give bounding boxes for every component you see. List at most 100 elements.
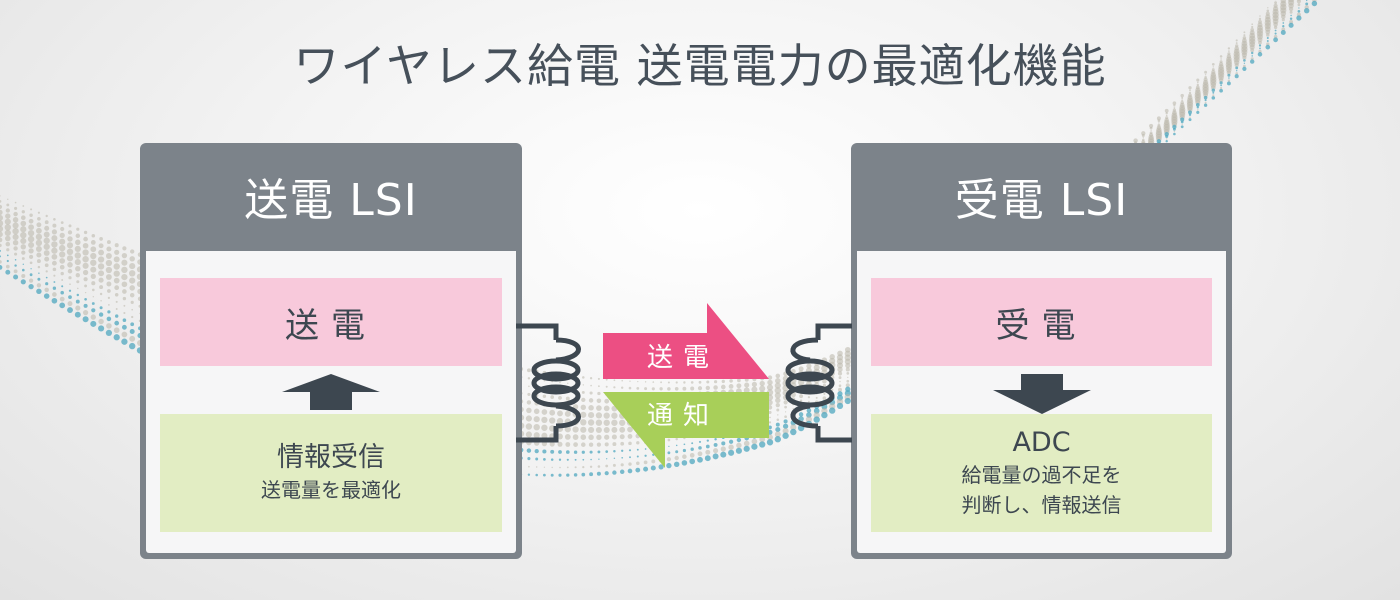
background-dot [91, 233, 96, 238]
background-dot [784, 415, 787, 419]
background-dot [51, 241, 58, 248]
info-receive-block: 情報受信 送電量を最適化 [160, 414, 502, 532]
background-dot [526, 368, 531, 373]
background-dot [1226, 70, 1232, 75]
background-dot [845, 367, 850, 372]
background-dot [105, 266, 113, 274]
background-dot [75, 273, 80, 278]
background-dot [1219, 88, 1223, 93]
background-dot [106, 316, 112, 322]
background-dot [59, 244, 66, 252]
background-dot [12, 217, 19, 223]
background-dot [27, 235, 35, 243]
background-dot [782, 427, 789, 435]
background-dot [619, 419, 626, 426]
receiver-lsi-body: 受電 ADC 給電量の過不足を 判断し、情報送信 [857, 251, 1226, 553]
background-dot [603, 405, 610, 412]
background-dot [1242, 64, 1246, 68]
background-dot [106, 281, 112, 287]
background-dot [1243, 31, 1246, 34]
background-dot [1196, 78, 1200, 82]
background-dot [1274, 1, 1277, 5]
background-dot [536, 466, 538, 468]
background-dot [697, 451, 703, 457]
background-dot [0, 237, 3, 243]
background-dot [1228, 77, 1230, 79]
adc-block: ADC 給電量の過不足を 判断し、情報送信 [871, 414, 1212, 532]
background-dot [53, 218, 56, 221]
background-dot [74, 259, 81, 266]
background-dot [1203, 103, 1208, 107]
background-dot [533, 424, 540, 431]
background-dot [1243, 34, 1246, 37]
background-dot [1211, 62, 1215, 66]
background-dot [12, 228, 19, 235]
background-dot [14, 206, 18, 210]
background-dot [52, 267, 57, 272]
background-dot [90, 314, 96, 320]
background-dot [98, 318, 104, 325]
background-dot [565, 442, 571, 447]
background-dot [574, 458, 577, 461]
background-dot [611, 434, 617, 440]
background-dot [550, 449, 555, 454]
background-dot [613, 386, 616, 389]
background-dot [690, 386, 695, 391]
background-dot [12, 239, 19, 246]
background-dot [14, 201, 17, 204]
background-dot [90, 320, 97, 327]
background-dot [774, 431, 781, 438]
background-dot [836, 402, 844, 410]
background-dot [595, 426, 602, 434]
background-dot [113, 263, 120, 270]
background-dot [114, 293, 119, 297]
background-dot [604, 398, 610, 404]
background-dot [98, 277, 104, 283]
background-dot [13, 211, 18, 217]
background-dot [598, 458, 600, 460]
background-dot [636, 387, 640, 390]
background-dot [1273, 21, 1278, 27]
background-dot [698, 446, 702, 450]
background-dot [84, 284, 88, 288]
background-dot [839, 380, 841, 383]
background-dot [776, 418, 780, 421]
background-dot [51, 297, 58, 304]
background-dot [528, 385, 530, 388]
background-dot [21, 257, 25, 260]
background-dot [643, 460, 648, 465]
background-dot [99, 306, 103, 310]
background-dot [121, 281, 128, 288]
background-dot [1141, 131, 1146, 136]
background-dot [74, 252, 82, 259]
background-dot [559, 466, 561, 469]
background-dot [1156, 139, 1162, 144]
background-dot [775, 402, 780, 408]
background-dot [1181, 123, 1183, 126]
background-dot [1220, 84, 1222, 87]
notify-arrow [603, 392, 769, 468]
background-dot [822, 378, 827, 384]
background-dot [30, 268, 32, 270]
background-dot [1181, 99, 1184, 102]
background-dot [705, 449, 711, 455]
background-dot [1180, 93, 1184, 98]
background-dot [98, 249, 105, 256]
background-dot [621, 449, 624, 452]
background-dot [666, 457, 672, 462]
background-dot [783, 419, 788, 424]
background-dot [45, 276, 48, 279]
background-dot [1142, 137, 1145, 139]
background-dot [12, 222, 19, 229]
background-dot [606, 458, 608, 460]
background-dot [1173, 107, 1176, 109]
background-dot [541, 424, 548, 431]
background-dot [38, 272, 40, 274]
background-dot [605, 385, 608, 388]
background-dot [1234, 62, 1239, 68]
background-dot [1149, 126, 1153, 130]
background-dot [775, 373, 781, 379]
background-dot [1196, 83, 1199, 87]
background-dot [1227, 79, 1231, 82]
background-dot [83, 230, 88, 235]
